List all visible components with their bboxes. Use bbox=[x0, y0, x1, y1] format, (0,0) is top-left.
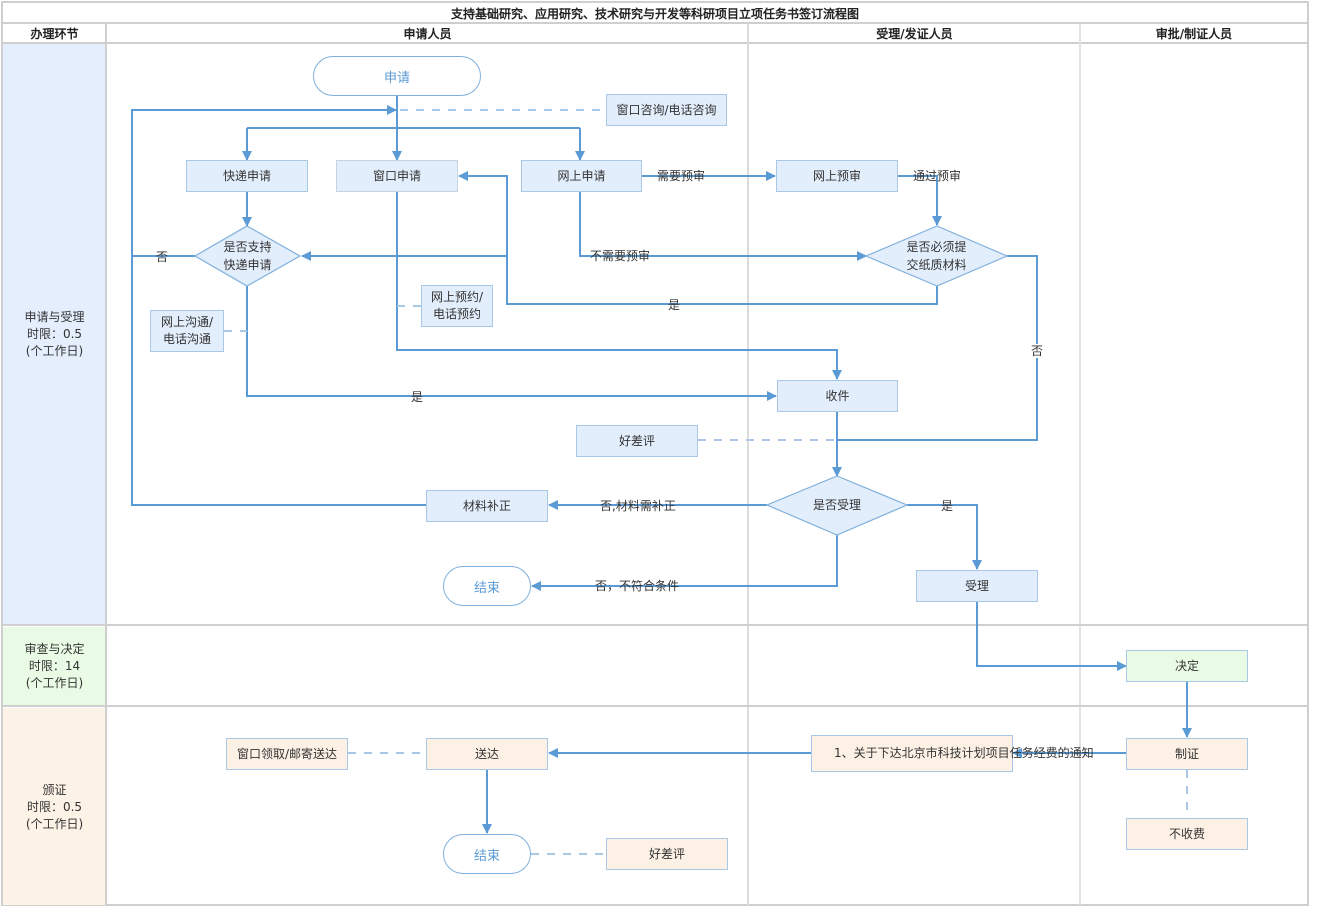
title-divider bbox=[3, 22, 1307, 24]
col-divider-stage bbox=[105, 24, 107, 905]
no-fee-note[interactable]: 不收费 bbox=[1126, 818, 1248, 850]
row-divider-2 bbox=[3, 705, 1307, 707]
column-header-applicant: 申请人员 bbox=[403, 27, 452, 41]
edge-label-paper-no: 否 bbox=[1031, 344, 1044, 358]
stage-name: 审查与决定 bbox=[24, 642, 85, 656]
diamond-accept-check bbox=[765, 475, 909, 536]
window-apply-box[interactable]: 窗口申请 bbox=[336, 160, 458, 192]
column-header-approver: 审批/制证人员 bbox=[1155, 27, 1233, 41]
accept-box[interactable]: 受理 bbox=[916, 570, 1038, 602]
stage-name: 颁证 bbox=[42, 783, 67, 797]
edge-label-pass-precheck: 通过预审 bbox=[913, 169, 962, 183]
pickup-note[interactable]: 窗口领取/邮寄送达 bbox=[226, 738, 348, 770]
online-reserve-note[interactable]: 网上预约/ 电话预约 bbox=[421, 285, 493, 327]
rating-note-2[interactable]: 好差评 bbox=[606, 838, 728, 870]
edge-label-express-no: 否 bbox=[156, 250, 169, 264]
stage-name: 申请与受理 bbox=[24, 310, 85, 324]
end-terminal-2[interactable]: 结束 bbox=[443, 834, 531, 874]
column-header-acceptor: 受理/发证人员 bbox=[876, 27, 953, 41]
start-terminal[interactable]: 申请 bbox=[313, 56, 481, 96]
notice-document-box[interactable]: 1、关于下达北京市科技计划项目任务经费的通知 bbox=[811, 735, 1094, 772]
supplement-box[interactable]: 材料补正 bbox=[426, 490, 548, 522]
edge-label-accept-no-supplement: 否,材料需补正 bbox=[600, 499, 676, 513]
edge-window-receive bbox=[396, 192, 842, 380]
stage-review-decide: 审查与决定时限：14 (个工作日) bbox=[3, 627, 106, 706]
edge-express-yes bbox=[246, 286, 777, 401]
edge-label-express-yes: 是 bbox=[411, 390, 424, 404]
certify-box[interactable]: 制证 bbox=[1126, 738, 1248, 770]
stage-unit: (个工作日) bbox=[25, 676, 84, 690]
header-divider bbox=[3, 42, 1307, 44]
end-terminal-1[interactable]: 结束 bbox=[443, 566, 531, 606]
stage-unit: (个工作日) bbox=[25, 817, 84, 831]
edge-accept-decide bbox=[976, 602, 1127, 671]
stage-certificate: 颁证时限：0.5 (个工作日) bbox=[3, 708, 106, 905]
edge-label-accept-no-reject: 否，不符合条件 bbox=[595, 579, 680, 593]
online-apply-box[interactable]: 网上申请 bbox=[521, 160, 642, 192]
diagram-title: 支持基础研究、应用研究、技术研究与开发等科研项目立项任务书签订流程图 bbox=[450, 6, 859, 21]
col-divider-applicant bbox=[747, 24, 749, 905]
stage-unit: (个工作日) bbox=[25, 344, 84, 358]
row-divider-1 bbox=[3, 624, 1307, 626]
stage-limit: 时限：0.5 bbox=[26, 327, 83, 341]
stage-limit: 时限：14 bbox=[28, 659, 81, 673]
column-header-stage: 办理环节 bbox=[30, 27, 79, 41]
edge-loop-back bbox=[131, 105, 427, 506]
diamond-express-check bbox=[193, 225, 302, 287]
edge-label-paper-yes: 是 bbox=[668, 298, 681, 312]
decide-box[interactable]: 决定 bbox=[1126, 650, 1248, 682]
diamond-paper-check bbox=[864, 225, 1009, 287]
edge-accept-yes bbox=[907, 504, 982, 570]
online-communicate-note[interactable]: 网上沟通/ 电话沟通 bbox=[150, 310, 224, 352]
edge-label-accept-yes: 是 bbox=[941, 499, 954, 513]
receive-box[interactable]: 收件 bbox=[777, 380, 898, 412]
edge-pass-precheck bbox=[898, 175, 942, 226]
edge-label-no-precheck: 不需要预审 bbox=[590, 249, 651, 263]
online-precheck-box[interactable]: 网上预审 bbox=[776, 160, 898, 192]
consult-note[interactable]: 窗口咨询/电话咨询 bbox=[606, 94, 727, 126]
edge-label-need-precheck: 需要预审 bbox=[657, 169, 706, 183]
notice-document-label: 1、关于下达北京市科技计划项目任务经费的通知 bbox=[834, 746, 1094, 760]
stage-apply-accept: 申请与受理时限：0.5 (个工作日) bbox=[3, 44, 106, 625]
deliver-box[interactable]: 送达 bbox=[426, 738, 548, 770]
stage-limit: 时限：0.5 bbox=[26, 800, 83, 814]
edge-no-precheck bbox=[579, 192, 867, 261]
col-divider-acceptor bbox=[1079, 24, 1081, 905]
express-apply-box[interactable]: 快递申请 bbox=[186, 160, 308, 192]
edge-accept-no-reject bbox=[531, 535, 838, 591]
edge-paper-yes bbox=[458, 171, 938, 305]
rating-note-1[interactable]: 好差评 bbox=[576, 425, 698, 457]
